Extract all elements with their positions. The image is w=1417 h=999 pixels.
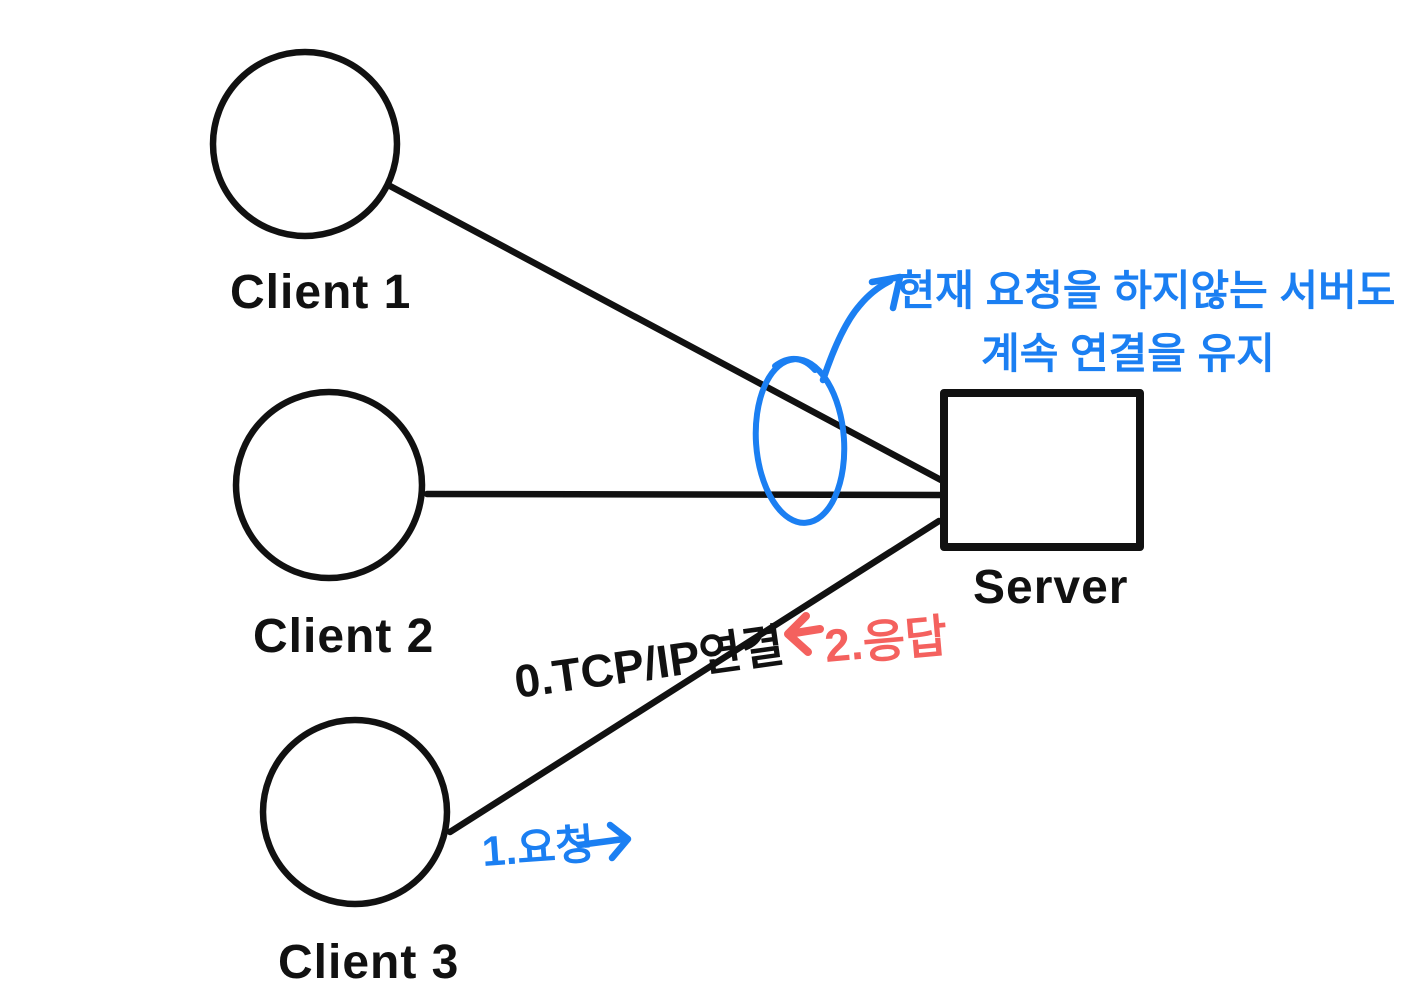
highlight-ellipse-loop: [772, 356, 818, 373]
keep-alive-note-line1: 현재 요청을 하지않는 서버도: [897, 267, 1396, 314]
request-label: 1.요청: [480, 820, 595, 875]
connection-line-client1-server: [386, 182, 945, 484]
server-rectangle: [940, 389, 1144, 551]
response-arrow-icon: [784, 612, 824, 656]
highlight-ellipse: [752, 356, 848, 526]
client-3-label: Client 3: [278, 936, 459, 989]
client-1-label: Client 1: [230, 266, 411, 319]
client-2-circle: [232, 388, 426, 582]
response-label: 2.응답: [822, 609, 949, 672]
request-arrow-icon: [575, 821, 632, 862]
annotation-arrow-icon: [819, 273, 904, 384]
keep-alive-note-line2: 계속 연결을 유지: [981, 330, 1275, 377]
server-label: Server: [973, 561, 1128, 614]
connection-line-client3-server: [446, 517, 943, 836]
connection-line-client2-server: [423, 490, 944, 499]
client-1-circle: [209, 48, 401, 240]
tcp-connection-label: 0.TCP/IP연결: [511, 619, 787, 708]
client-2-label: Client 2: [253, 610, 434, 663]
client-3-circle: [259, 716, 451, 908]
